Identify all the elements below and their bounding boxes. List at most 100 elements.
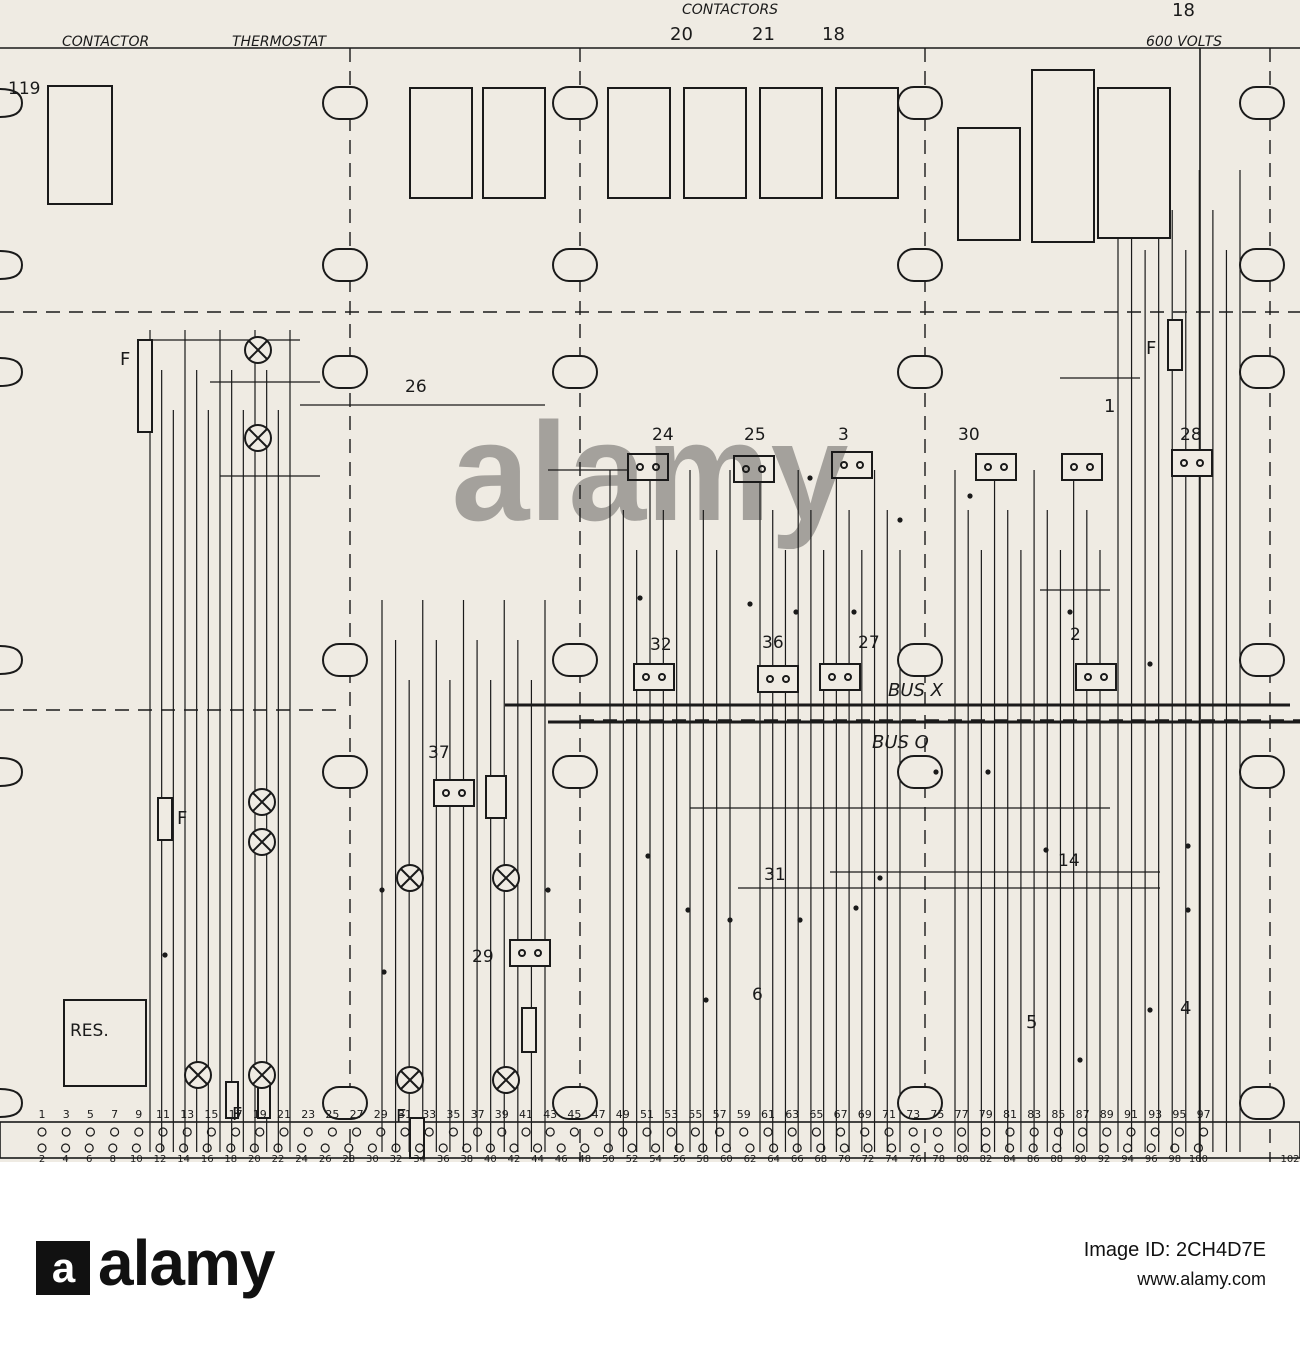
device-number-1: 1	[1104, 396, 1115, 417]
device-number-29: 29	[472, 947, 494, 967]
panel-number: 119	[8, 79, 40, 99]
terminal-number: 20	[248, 1154, 261, 1162]
relay	[831, 451, 873, 479]
terminal-number: 100	[1189, 1154, 1208, 1162]
mounting-slot	[322, 86, 368, 120]
terminal-post	[1193, 1143, 1204, 1153]
header-contactor-number-18: 18	[822, 24, 845, 45]
mounting-slot	[552, 248, 598, 282]
contactor-box	[409, 87, 473, 199]
terminal-post	[462, 1143, 472, 1153]
mounting-slot	[322, 1086, 368, 1120]
terminal-number: 19	[253, 1108, 267, 1121]
terminal-number: 47	[592, 1108, 606, 1121]
terminal-number: 16	[201, 1154, 214, 1162]
terminal-post	[206, 1127, 216, 1137]
terminal-number: 98	[1168, 1154, 1181, 1162]
device-number-37: 37	[428, 743, 450, 763]
mounting-slot	[897, 248, 943, 282]
terminal-post	[768, 1143, 779, 1153]
lamp-icon	[244, 336, 272, 364]
terminal-number: 96	[1145, 1154, 1158, 1162]
terminal-post	[835, 1127, 846, 1137]
terminal-number: 10	[130, 1154, 143, 1162]
terminal-post	[134, 1127, 144, 1137]
terminal-number: 84	[1003, 1154, 1016, 1162]
terminal-number: 62	[744, 1154, 757, 1162]
terminal-post	[109, 1127, 120, 1137]
mounting-slot	[1239, 643, 1285, 677]
mounting-slot	[0, 757, 24, 787]
terminal-number: 1	[39, 1108, 46, 1121]
terminal-post	[424, 1127, 434, 1137]
terminal-number: 61	[761, 1108, 775, 1121]
stud-dot	[933, 769, 939, 775]
terminal-post	[666, 1127, 676, 1137]
relay	[757, 665, 799, 693]
terminal-number: 14	[177, 1154, 190, 1162]
terminal-post	[816, 1143, 826, 1153]
terminal-post	[884, 1127, 894, 1137]
terminal-post	[485, 1143, 495, 1153]
device-number-26: 26	[405, 377, 427, 397]
terminal-post	[327, 1127, 337, 1137]
stud-dot	[727, 917, 733, 923]
mounting-slot	[552, 86, 598, 120]
terminal-number: 50	[602, 1154, 615, 1162]
terminal-post	[155, 1143, 165, 1153]
terminal-number: 68	[814, 1154, 827, 1162]
mounting-slot	[1239, 1086, 1285, 1120]
mounting-slot	[322, 355, 368, 389]
stud-dot	[685, 907, 691, 913]
terminal-post	[618, 1127, 628, 1137]
device-number-14: 14	[1058, 851, 1080, 871]
stud-dot	[967, 493, 973, 499]
relay	[1061, 453, 1103, 481]
stud-dot	[877, 875, 883, 881]
terminal-number: 73	[906, 1108, 920, 1121]
terminal-number: 22	[272, 1154, 285, 1162]
terminal-post	[956, 1127, 967, 1137]
terminal-number: 56	[673, 1154, 686, 1162]
mounting-slot	[552, 1086, 598, 1120]
lamp-icon	[244, 424, 272, 452]
contactor-box	[47, 85, 113, 205]
terminal-post	[400, 1127, 410, 1137]
terminal-post	[279, 1127, 289, 1137]
terminal-post	[934, 1143, 944, 1153]
contactor-box	[957, 127, 1021, 241]
terminal-post	[438, 1143, 448, 1153]
lamp-icon	[184, 1061, 212, 1089]
terminal-number: 88	[1050, 1154, 1063, 1162]
stud-dot	[645, 853, 651, 859]
terminal-number: 49	[616, 1108, 630, 1121]
stud-dot	[381, 969, 387, 975]
terminal-number: 102	[1280, 1154, 1299, 1162]
terminal-number: 34	[413, 1154, 426, 1162]
mounting-slot	[552, 355, 598, 389]
terminal-number: 7	[111, 1108, 118, 1121]
terminal-post	[273, 1143, 283, 1153]
stud-dot	[793, 609, 799, 615]
device-number-25: 25	[744, 425, 766, 445]
terminal-post	[698, 1143, 708, 1153]
terminal-post	[745, 1143, 755, 1153]
terminal-post	[981, 1127, 991, 1137]
terminal-number: 23	[301, 1108, 315, 1121]
stock-url[interactable]: www.alamy.com	[1137, 1268, 1266, 1289]
terminal-number: 95	[1172, 1108, 1186, 1121]
lamp-icon	[248, 1061, 276, 1089]
terminal-post	[1146, 1143, 1156, 1153]
stud-dot	[1147, 661, 1153, 667]
device-number-24: 24	[652, 425, 674, 445]
terminal-number: 45	[567, 1108, 581, 1121]
terminal-number: 66	[791, 1154, 804, 1162]
terminal-post	[1102, 1127, 1112, 1137]
terminal-number: 63	[785, 1108, 799, 1121]
terminal-number: 54	[649, 1154, 662, 1162]
terminal-number: 79	[979, 1108, 993, 1121]
lamp-icon	[492, 864, 520, 892]
fuse	[485, 775, 507, 819]
